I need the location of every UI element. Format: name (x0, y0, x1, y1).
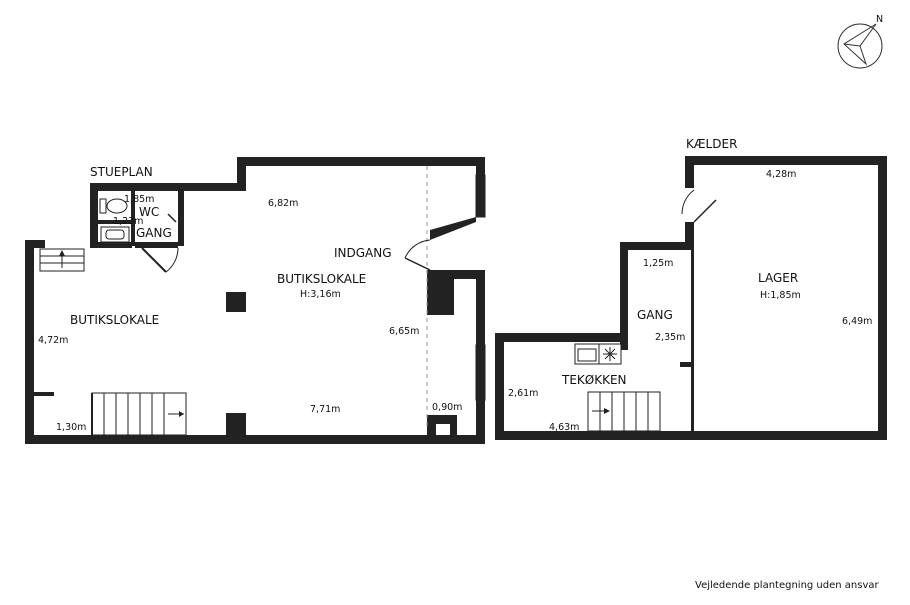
dim-wc-width: 1,85m (124, 194, 154, 205)
room-label-wc: WC (139, 205, 159, 219)
dim-lager-top: 4,28m (766, 169, 796, 180)
stairs-left (39, 248, 85, 272)
dim-wc-depth: 1,23m (113, 216, 143, 227)
dim-entry-bottom: 0,90m (432, 402, 462, 413)
dim-left-bottom: 1,30m (56, 422, 86, 433)
dim-lager-right: 6,49m (842, 316, 872, 327)
dim-tek-width: 4,63m (549, 422, 579, 433)
compass-north-label: N (876, 14, 883, 25)
room-label-gang-basement: GANG (637, 308, 673, 322)
room-label-indgang: INDGANG (334, 246, 392, 260)
room-label-lager: LAGER (758, 271, 798, 285)
floor-title-ground: STUEPLAN (90, 165, 153, 179)
dim-main-right: 6,65m (389, 326, 419, 337)
door-wc (167, 213, 177, 223)
door-lager (681, 189, 717, 223)
dim-main-bottom: 7,71m (310, 404, 340, 415)
dim-left-height: 4,72m (38, 335, 68, 346)
room-label-butik-main: BUTIKSLOKALE (277, 272, 366, 286)
dim-tek-height: 2,61m (508, 388, 538, 399)
room-label-gang-small: GANG (136, 226, 172, 240)
dim-gang-height: 2,35m (655, 332, 685, 343)
room-height-butik-main: H:3,16m (300, 289, 341, 300)
compass-icon: N (837, 14, 883, 69)
door-gang (141, 247, 179, 273)
sink-icon (574, 343, 600, 365)
snowflake-icon (598, 343, 622, 365)
sink-icon (100, 226, 130, 243)
room-height-lager: H:1,85m (760, 290, 801, 301)
toilet-icon (99, 198, 128, 214)
disclaimer-text: Vejledende plantegning uden ansvar (695, 580, 880, 591)
dim-main-top: 6,82m (268, 198, 298, 209)
floor-title-basement: KÆLDER (686, 137, 737, 151)
dim-gang-top: 1,25m (643, 258, 673, 269)
room-label-tekokken: TEKØKKEN (561, 373, 627, 387)
basement-floor: KÆLDER LAGER H:1,85m GANG TEKØKKEN 4,28m… (495, 137, 887, 440)
door-entry (404, 239, 431, 271)
room-label-butik-left: BUTIKSLOKALE (70, 313, 159, 327)
stairs-basement (587, 391, 661, 432)
stairs-ground (91, 392, 187, 436)
ground-floor: STUEPLAN BUTIKSLOKALE BUTIKSLOKALE H:3,1… (25, 157, 486, 444)
